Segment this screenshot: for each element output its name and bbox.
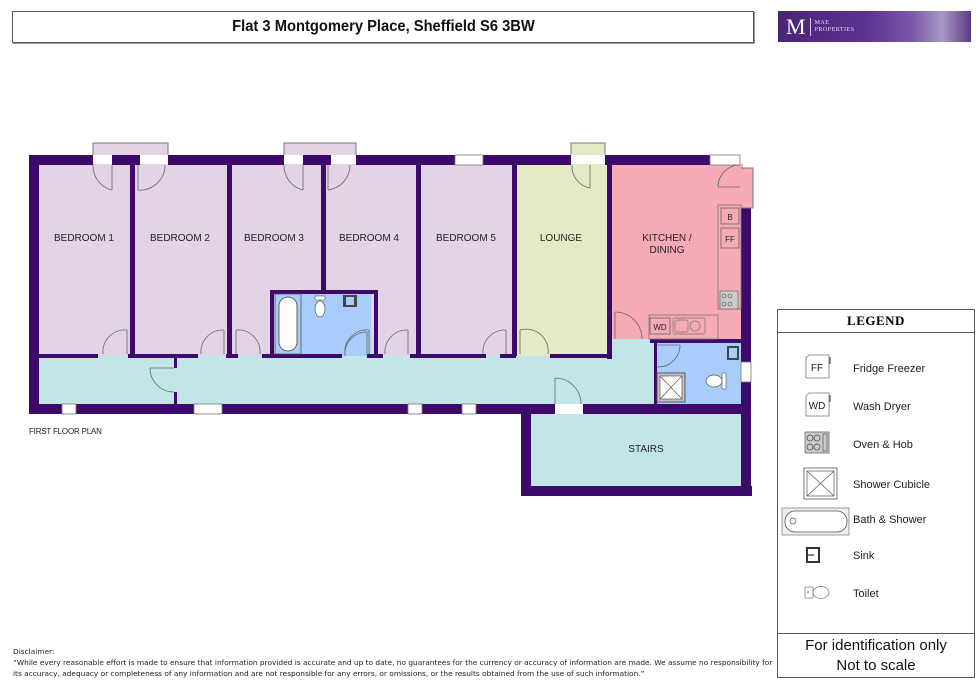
logo-initial: M [786,13,806,39]
legend-label: Oven & Hob [853,439,913,451]
fridge-freezer-label: FF [725,235,735,244]
floor-plan: B FF WD [29,142,754,496]
legend-item-sink: Sink [778,545,974,575]
room-label-bedroom-5: BEDROOM 5 [436,233,496,244]
bathroom-fixtures [274,293,739,403]
page-title: Flat 3 Montgomery Place, Sheffield S6 3B… [231,18,535,35]
legend-item-bath-shower: Bath & Shower [778,506,974,536]
legend-label: Bath & Shower [853,514,927,526]
wash-dryer-box [649,317,671,335]
fridge-freezer-box [720,227,740,249]
logo-divider [809,17,811,36]
shower-cubicle-icon [803,467,838,500]
legend: LEGEND FF Fridge Freezer WD Wash Dryer O… [777,309,975,678]
windows [61,154,752,415]
svg-text:WD: WD [809,401,826,412]
kitchen-sink-icon [672,317,706,335]
room-fills [38,164,753,486]
legend-item-fridge-freezer: FF Fridge Freezer [778,354,974,384]
wash-dryer-label: WD [653,323,667,332]
legend-title: LEGEND [778,310,974,333]
room-label-kitchen-line2: DINING [650,245,685,256]
legend-label: Toilet [853,588,879,600]
stairs-area [530,414,742,486]
identification-note: For identification only [805,637,947,654]
fridge-freezer-icon: FF [805,354,831,379]
lounge-area [514,164,609,356]
legend-label: Shower Cubicle [853,479,931,491]
kitchen-fixtures: B FF WD [648,204,742,340]
room-label-stairs: STAIRS [628,444,664,455]
floor-label: FIRST FLOOR PLAN [29,427,102,436]
room-label-bedroom-2: BEDROOM 2 [150,233,210,244]
oven-hob-icon [804,431,830,454]
legend-item-shower-cubicle: Shower Cubicle [778,467,974,500]
legend-label: Wash Dryer [853,401,911,413]
legend-item-toilet: Toilet [778,583,974,613]
svg-text:FF: FF [811,363,823,374]
legend-item-wash-dryer: WD Wash Dryer [778,392,974,422]
disclaimer-heading: Disclaimer: [13,647,55,656]
logo-text: MAE PROPERTIES [814,19,855,33]
oven-hob-icon [719,290,739,310]
toilet-icon [705,372,727,390]
company-logo: M MAE PROPERTIES [778,11,971,42]
toilet-icon [804,586,830,599]
sink-icon [343,295,357,307]
sink-icon [806,547,820,563]
room-label-bedroom-1: BEDROOM 1 [54,233,114,244]
room-label-lounge: LOUNGE [540,233,583,244]
kitchen-area [609,164,743,339]
bath-icon [274,293,302,355]
disclaimer: Disclaimer: “While every reasonable effo… [13,646,773,679]
door-swings [92,164,741,405]
sink-icon [727,346,739,360]
title-box: Flat 3 Montgomery Place, Sheffield S6 3B… [12,11,754,43]
room-label-bedroom-4: BEDROOM 4 [339,233,399,244]
legend-label: Sink [853,550,875,562]
balconies [92,142,754,209]
boiler-box [720,207,740,225]
scale-note: Not to scale [836,657,916,674]
room-label-kitchen-line1: KITCHEN / [642,233,692,244]
disclaimer-text: “While every reasonable effort is made t… [13,658,773,678]
toilet-icon [314,295,326,318]
boiler-label: B [727,213,732,222]
shower-cubicle-icon [656,372,686,403]
room-label-bedroom-3: BEDROOM 3 [244,233,304,244]
legend-footer: For identification only Not to scale [778,633,974,680]
bath-shower-icon [781,507,850,536]
wash-dryer-icon: WD [805,392,831,417]
legend-label: Fridge Freezer [853,363,926,375]
legend-item-oven-hob: Oven & Hob [778,430,974,460]
hallway-area [38,356,654,404]
